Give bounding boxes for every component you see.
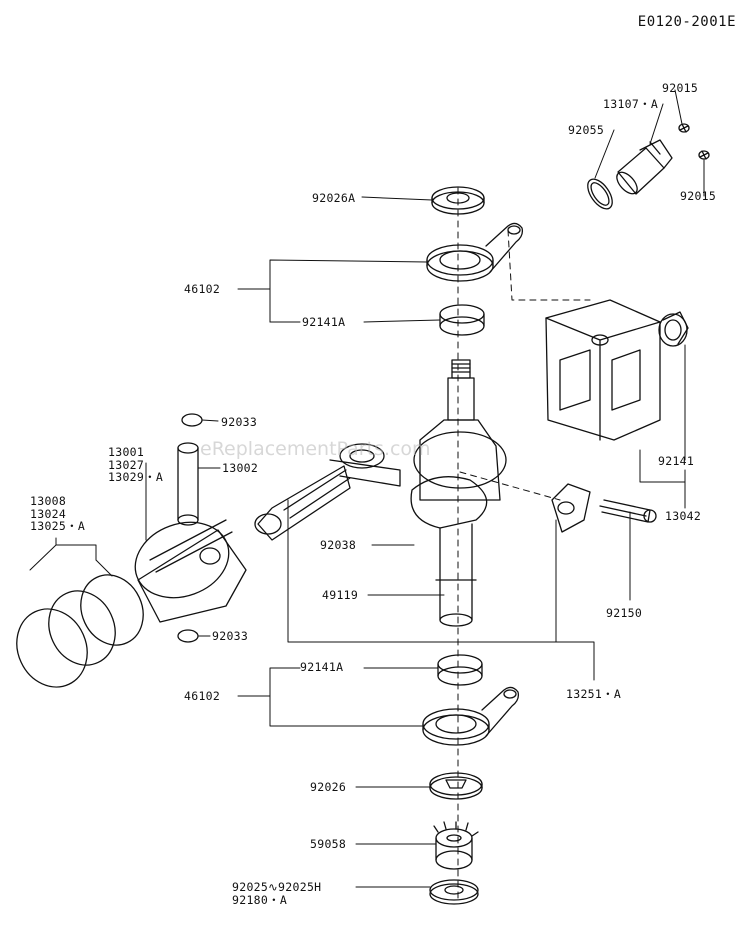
label-92026a: 92026A xyxy=(312,191,356,205)
label-92038: 92038 xyxy=(320,538,357,552)
label-46102-top: 46102 xyxy=(184,282,221,296)
label-13001: 13001 xyxy=(108,445,145,459)
label-92033-top: 92033 xyxy=(221,415,258,429)
gear-drawing xyxy=(433,821,479,870)
label-13042: 13042 xyxy=(665,509,702,523)
label-59058: 59058 xyxy=(310,837,347,851)
label-13251-a: 13251・A xyxy=(566,687,622,701)
balancer-upper-drawing xyxy=(426,222,524,282)
rod-cap-drawing xyxy=(551,483,657,533)
label-92025: 92025∿92025H xyxy=(232,880,322,894)
governor-shaft-drawing xyxy=(587,123,710,210)
label-13024: 13024 xyxy=(30,506,67,521)
label-92015-bottom: 92015 xyxy=(680,189,717,203)
label-group-rings: 13008 13024 13025・A xyxy=(30,495,85,533)
label-group-piston: 13001 13027 13029・A xyxy=(108,446,163,484)
document-code: E0120-2001E xyxy=(637,14,736,30)
label-46102-bottom: 46102 xyxy=(184,689,221,703)
label-92141a-bottom: 92141A xyxy=(300,660,344,674)
label-13008: 13008 xyxy=(30,494,67,508)
label-13025-a: 13025・A xyxy=(30,519,86,533)
circlip-lower-drawing xyxy=(177,629,199,643)
watermark: eReplacementParts.com xyxy=(200,438,431,460)
piston-rings-drawing xyxy=(16,574,144,688)
label-92180-a: 92180・A xyxy=(232,892,288,907)
washer-92026-drawing xyxy=(429,772,483,800)
label-92026: 92026 xyxy=(310,780,347,794)
label-92141a-top: 92141A xyxy=(302,315,346,329)
label-92141: 92141 xyxy=(658,454,695,468)
assembly-axis xyxy=(457,187,591,901)
piston-drawing xyxy=(134,519,247,623)
label-92033-bottom: 92033 xyxy=(212,629,249,643)
counterweight-block-drawing xyxy=(545,299,661,441)
bearing-upper-drawing xyxy=(439,304,485,336)
label-13029-a: 13029・A xyxy=(108,470,164,484)
piston-pin-drawing xyxy=(177,442,199,526)
label-92150: 92150 xyxy=(606,606,643,620)
label-13002: 13002 xyxy=(222,461,259,475)
crankshaft-drawing xyxy=(410,359,507,627)
bearing-right-drawing xyxy=(658,311,689,347)
circlip-upper-drawing xyxy=(181,413,203,427)
leader-lines xyxy=(29,89,705,888)
balancer-lower-drawing xyxy=(422,686,520,746)
connecting-rod-drawing xyxy=(254,443,401,541)
label-13107-a: 13107・A xyxy=(603,97,659,111)
label-49119: 49119 xyxy=(322,588,359,602)
label-92055: 92055 xyxy=(568,123,605,137)
label-13027: 13027 xyxy=(108,457,145,472)
label-92015-top: 92015 xyxy=(662,81,699,95)
label-group-bottom: 92025∿92025H 92180・A xyxy=(232,881,321,906)
washer-92025-drawing xyxy=(429,879,479,905)
bearing-lower-drawing xyxy=(437,654,483,686)
